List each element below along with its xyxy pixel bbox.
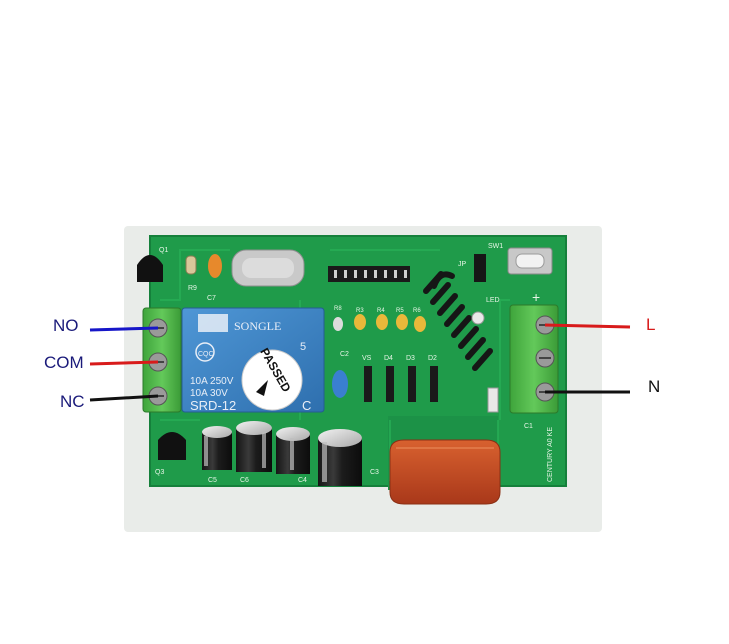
- relay: SONGLE CQC 5 10A 250V 10A 30V SRD-12 C P…: [181, 307, 325, 413]
- resistor-r4: [376, 314, 388, 330]
- wire-com: [89, 360, 159, 366]
- resistor-r6: [414, 316, 426, 332]
- resistor-r5: [396, 314, 408, 330]
- relay-brand: SONGLE: [234, 319, 281, 333]
- capacitor-c6: [236, 421, 272, 472]
- label-c7: C7: [207, 295, 216, 302]
- label-vs: VS: [362, 355, 372, 362]
- label-c1: C1: [524, 423, 533, 430]
- label-plus: +: [532, 289, 540, 305]
- label-d3: D3: [406, 355, 415, 362]
- label-r5: R5: [396, 308, 404, 314]
- diode-row: VS D4 D3 D2: [362, 355, 438, 402]
- label-led: LED: [486, 297, 500, 304]
- label-d2: D2: [428, 355, 437, 362]
- passed-sticker: [241, 349, 303, 411]
- led: [471, 311, 485, 325]
- relay-cqc: CQC: [198, 351, 214, 358]
- label-r9: R9: [188, 285, 197, 292]
- sw1-button: [507, 247, 553, 275]
- label-n: N: [648, 377, 661, 396]
- resistor-r3: [354, 314, 366, 330]
- q1-transistor: Q1: [137, 247, 168, 282]
- label-no: NO: [53, 316, 79, 335]
- top-components: R9 C7: [185, 254, 222, 302]
- d3-diode: [408, 366, 416, 402]
- label-d4: D4: [384, 355, 393, 362]
- antenna-coil: [423, 271, 493, 371]
- receiver-module: [328, 266, 410, 282]
- board-century-text: CENTURY A0 KE: [547, 427, 554, 482]
- capacitor-c4: [276, 427, 310, 474]
- relay-cqc-logo: [195, 342, 215, 362]
- label-c6: C6: [240, 477, 249, 484]
- label-com: COM: [44, 353, 84, 372]
- label-sw1: SW1: [488, 243, 503, 250]
- c2-capacitor: [332, 370, 348, 398]
- label-r6: R6: [413, 308, 421, 314]
- d4-diode: [386, 366, 394, 402]
- label-c2: C2: [340, 351, 349, 358]
- label-nc: NC: [60, 392, 85, 411]
- passed-mark: [256, 380, 268, 396]
- label-c5: C5: [208, 477, 217, 484]
- fuse-resistor: [487, 387, 499, 413]
- label-c3: C3: [370, 469, 379, 476]
- x2-capacitor: [389, 439, 501, 505]
- relay-rating-2: 10A 30V: [190, 388, 228, 399]
- q3-transistor: Q3: [155, 432, 186, 476]
- label-c4: C4: [298, 477, 307, 484]
- label-l: L: [646, 315, 656, 334]
- label-r3: R3: [356, 308, 364, 314]
- label-jp: JP: [458, 261, 467, 268]
- relay-dc-suffix: C: [302, 398, 311, 413]
- resistor-row: R3 R4 R5 R6 R8: [333, 306, 426, 332]
- relay-rating-1: 10A 250V: [190, 376, 234, 387]
- electrolytic-caps: C5 C6 C4 C3: [202, 421, 379, 486]
- label-q1: Q1: [159, 247, 168, 254]
- relay-pin-number: 5: [300, 341, 306, 353]
- right-terminal-block: [509, 304, 559, 414]
- vs-diode: [364, 366, 372, 402]
- relay-model: SRD-12: [190, 398, 236, 413]
- capacitor-c5: [202, 426, 232, 470]
- label-q3: Q3: [155, 469, 164, 476]
- relay-logo-mark: [198, 314, 228, 332]
- wire-l: [544, 323, 631, 329]
- wire-no: [89, 326, 159, 332]
- resistor-r8: [333, 317, 343, 331]
- jp-jumper: [474, 254, 486, 282]
- capacitor-c3: [318, 429, 362, 486]
- wire-nc: [89, 394, 159, 402]
- label-r4: R4: [377, 308, 385, 314]
- r9-resistor: [185, 255, 197, 275]
- c7-capacitor: [208, 254, 222, 278]
- crystal-top: [242, 258, 294, 278]
- label-r8: R8: [334, 306, 342, 312]
- d2-diode: [430, 366, 438, 402]
